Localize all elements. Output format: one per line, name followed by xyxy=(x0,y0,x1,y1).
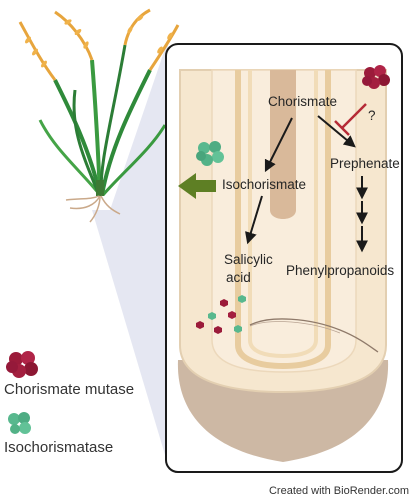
credit-text: Created with BioRender.com xyxy=(268,485,409,497)
isochorismatase-enzyme-icon xyxy=(196,141,224,166)
question-mark-label: ? xyxy=(368,108,376,123)
salicylic-acid-label-line2: acid xyxy=(226,270,251,285)
arrow-chorismate-to-isochorismate xyxy=(264,117,293,173)
legend-isochorismatase-label: Isochorismatase xyxy=(4,439,114,456)
arrow-chorismate-to-prephenate xyxy=(317,115,356,148)
legend-mutase-label: Chorismate mutase xyxy=(4,381,135,398)
pathway-arrows xyxy=(245,115,368,253)
zoom-funnel xyxy=(92,40,168,465)
salicylic-acid-label-line1: Salicylic xyxy=(224,252,273,267)
export-arrow xyxy=(178,173,216,199)
chorismate-label: Chorismate xyxy=(268,94,338,109)
prephenate-label: Prephenate xyxy=(330,156,400,171)
arrow-isochorismate-to-salicylic-acid xyxy=(245,195,263,245)
legend-mutase-swatch-icon xyxy=(6,351,38,378)
rice-plant-icon xyxy=(18,8,180,223)
legend-isochorismatase-swatch-icon xyxy=(8,412,31,434)
secreted-enzyme-particles xyxy=(196,295,246,334)
isochorismate-label: Isochorismate xyxy=(222,177,307,192)
inhibition-mark xyxy=(334,103,367,136)
phenylpropanoids-label: Phenylpropanoids xyxy=(286,263,395,278)
chorismate-mutase-enzyme-icon xyxy=(362,65,390,89)
